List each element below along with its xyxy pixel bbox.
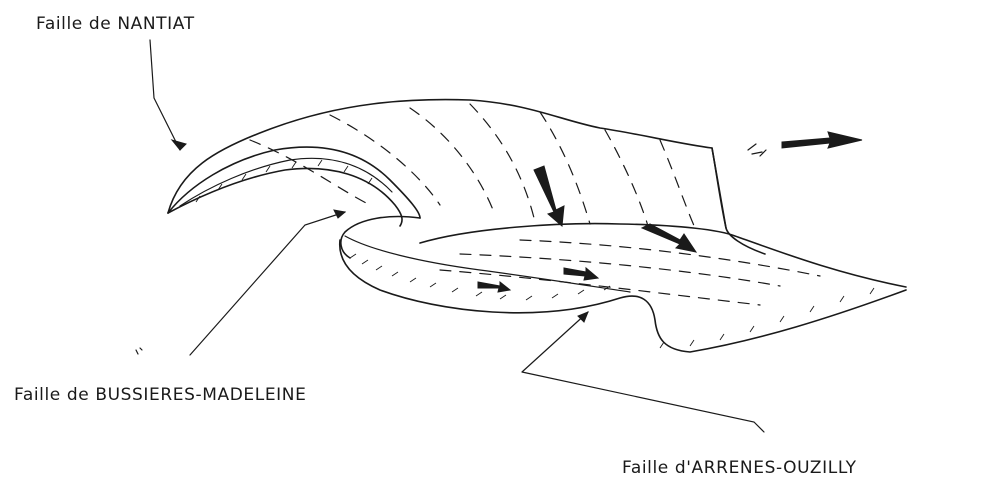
upper-sheet-right-edge (712, 148, 726, 228)
foliation-line (470, 104, 535, 222)
fold-tip-inner (168, 168, 402, 226)
fold-tip-hatch-band (180, 158, 392, 206)
pointer-arrowhead-bussieres (334, 210, 345, 218)
foliation-line (410, 108, 495, 215)
edge-hatching (196, 160, 372, 202)
pointer-arrowhead-nantiat (172, 140, 186, 150)
foliation-line (540, 112, 590, 224)
movement-arrow-small-1 (564, 268, 598, 280)
lower-plate-front-edge (340, 240, 906, 352)
pointer-line-arrenes (522, 312, 764, 432)
speck-mark (136, 348, 142, 354)
pointer-line-bussieres (190, 212, 345, 355)
movement-arrow-east (782, 132, 862, 148)
movement-arrow-down (534, 166, 564, 226)
foliation-line (250, 140, 370, 205)
pointer-line-nantiat (150, 40, 180, 150)
edge-hatching (660, 288, 874, 348)
lower-plate-left-curl (341, 217, 420, 258)
movement-arrow-small-2 (478, 282, 510, 292)
foliation-line (460, 254, 780, 286)
annotation-mark (748, 144, 766, 156)
foliation-line (605, 130, 648, 226)
foliation-line (660, 140, 695, 228)
